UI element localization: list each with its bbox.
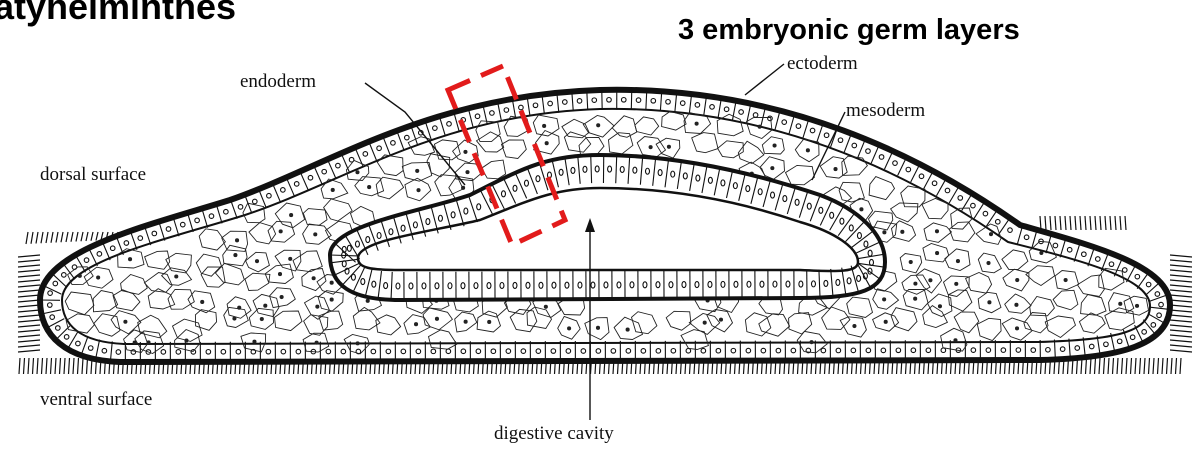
label-digestive-cavity: digestive cavity (494, 423, 614, 445)
label-ectoderm: ectoderm (787, 53, 858, 75)
label-ventral-surface: ventral surface (40, 389, 152, 411)
ectoderm-leader-line (745, 64, 784, 95)
label-endoderm: endoderm (240, 71, 316, 93)
label-mesoderm: mesoderm (846, 100, 925, 122)
label-dorsal-surface: dorsal surface (40, 164, 146, 186)
